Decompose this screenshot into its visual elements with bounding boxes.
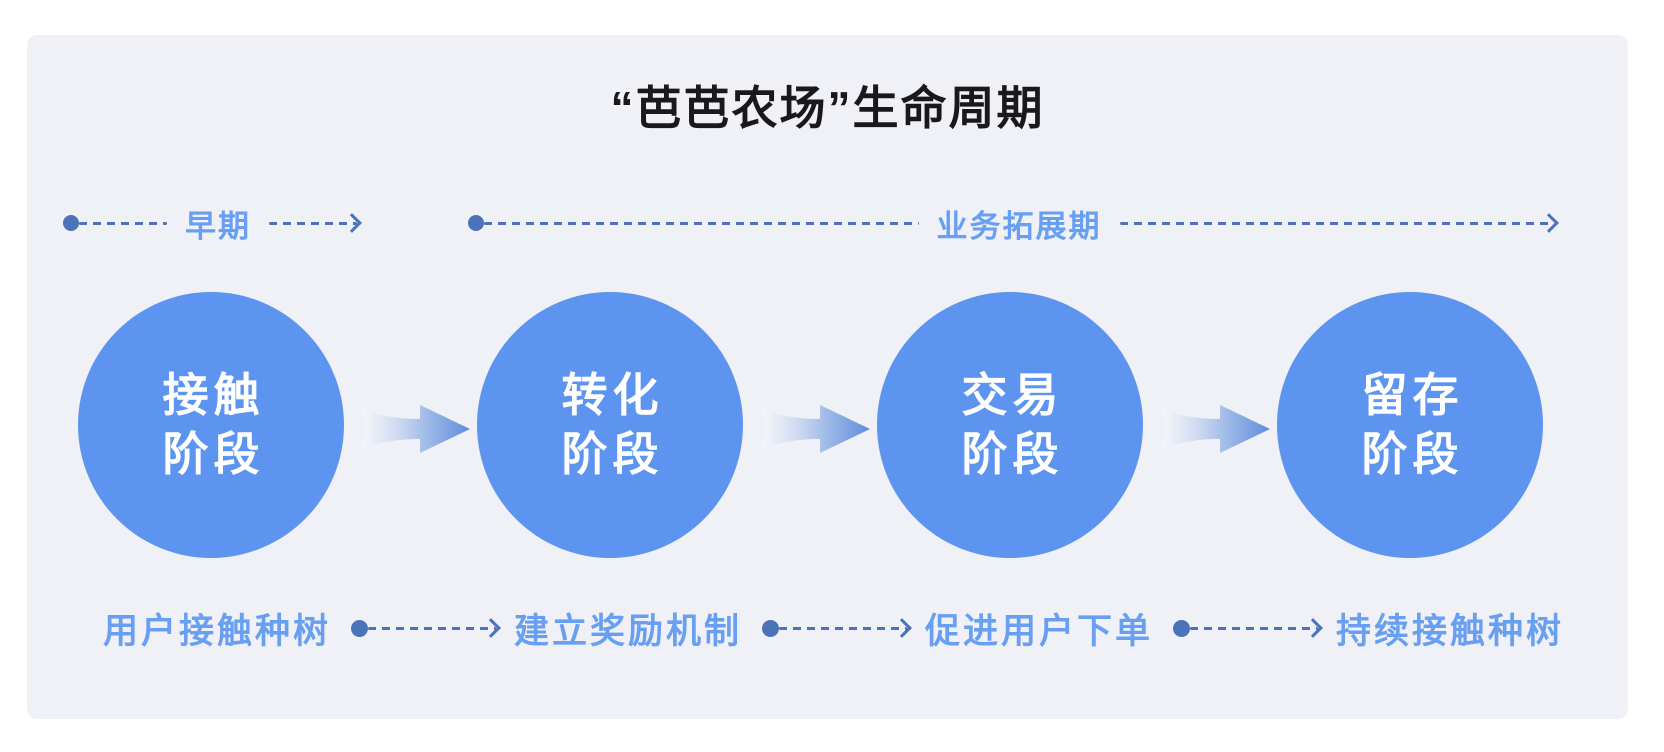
stage-circle-label: 交易 阶段 xyxy=(957,366,1064,484)
stage-note-retention: 持续接触种树 xyxy=(1336,611,1565,651)
arrow-right-icon xyxy=(481,618,501,638)
stage-label-line: 阶段 xyxy=(162,428,265,480)
notes-row: 用户接触种树 建立奖励机制 促进用户下单 持续接触种树 xyxy=(103,605,1564,651)
arrow-right-icon xyxy=(1303,618,1323,638)
dotted-arrow xyxy=(1173,618,1323,638)
stage-circle-label: 转化 阶段 xyxy=(557,366,664,484)
dashed-line xyxy=(779,626,907,630)
dashed-line xyxy=(368,626,496,630)
stage-circle-conversion: 转化 阶段 xyxy=(477,292,743,558)
lifecycle-diagram-card: “芭芭农场”生命周期 早期 业务拓展期 接触 阶段 转化 阶段 交易 xyxy=(27,35,1628,719)
flow-arrow-icon xyxy=(760,405,870,453)
stage-note-contact: 用户接触种树 xyxy=(103,611,332,651)
arrow-start-dot xyxy=(762,619,780,637)
timeline-expansion: 业务拓展期 xyxy=(468,209,1559,244)
dotted-arrow xyxy=(351,618,501,638)
stage-note-conversion: 建立奖励机制 xyxy=(514,611,743,651)
dashed-line xyxy=(269,221,357,225)
flow-arrow-icon xyxy=(1160,405,1270,453)
page-title: “芭芭农场”生命周期 xyxy=(610,82,1045,134)
stage-label-line: 阶段 xyxy=(961,428,1064,480)
stage-label-line: 阶段 xyxy=(561,428,664,480)
dashed-line xyxy=(1190,626,1318,630)
stage-label-line: 接触 xyxy=(162,369,265,422)
dashed-line xyxy=(79,221,167,225)
arrow-right-icon xyxy=(1539,213,1559,233)
stage-label-line: 交易 xyxy=(961,369,1064,422)
timeline-start-dot xyxy=(63,215,79,231)
timeline-expansion-label: 业务拓展期 xyxy=(936,208,1102,244)
stage-circle-label: 接触 阶段 xyxy=(158,366,265,484)
timeline-early: 早期 xyxy=(63,209,362,244)
dotted-arrow xyxy=(762,618,912,638)
timeline-start-dot xyxy=(468,215,484,231)
dashed-line xyxy=(484,221,919,225)
flow-arrow-icon xyxy=(360,405,470,453)
arrow-right-icon xyxy=(892,618,912,638)
stage-label-line: 转化 xyxy=(561,369,664,422)
stage-note-transaction: 促进用户下单 xyxy=(925,611,1154,651)
stage-circle-transaction: 交易 阶段 xyxy=(877,292,1143,558)
stage-label-line: 阶段 xyxy=(1361,428,1464,480)
arrow-right-icon xyxy=(342,213,362,233)
dashed-line xyxy=(1119,221,1554,225)
timeline-early-label: 早期 xyxy=(185,208,251,244)
stage-circle-retention: 留存 阶段 xyxy=(1277,292,1543,558)
stage-label-line: 留存 xyxy=(1361,369,1464,422)
stage-circle-contact: 接触 阶段 xyxy=(78,292,344,558)
arrow-start-dot xyxy=(351,619,369,637)
arrow-start-dot xyxy=(1173,619,1191,637)
stage-circle-label: 留存 阶段 xyxy=(1357,366,1464,484)
